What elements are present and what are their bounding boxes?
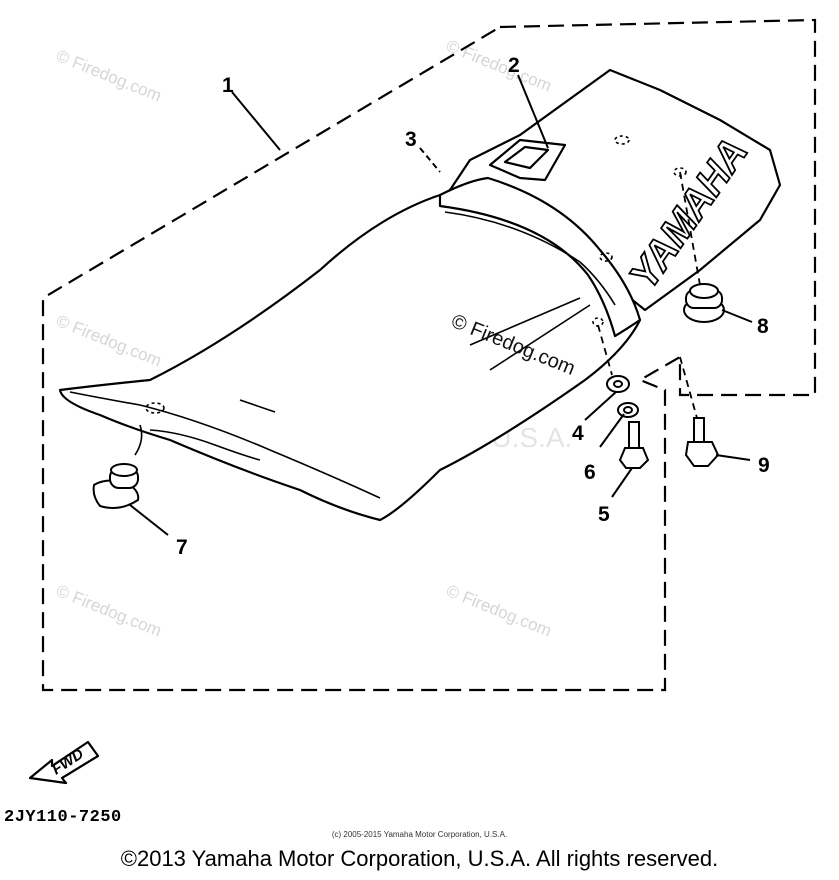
seat-main: [58, 193, 642, 522]
seat-strap: [438, 176, 642, 338]
watermark-faint: © Firedog.com: [444, 581, 555, 640]
callouts: 1 2 3 4 5 6 7 8 9: [176, 54, 770, 559]
fwd-arrow: FWD: [28, 740, 100, 785]
watermark-faint: © Firedog.com: [444, 36, 555, 95]
watermark-faint: © Firedog.com: [54, 311, 165, 370]
washer-part-4: [606, 375, 630, 393]
small-copyright: (c) 2005-2015 Yamaha Motor Corporation, …: [331, 830, 508, 839]
callout-2: 2: [508, 54, 520, 77]
part-code: 2JY110-7250: [4, 808, 122, 827]
hardware: [92, 283, 725, 509]
callout-7: 7: [176, 536, 188, 559]
seat: [58, 68, 782, 522]
bolt-part-5: [618, 421, 650, 469]
callout-4: 4: [572, 422, 584, 445]
washer-part-6: [617, 402, 639, 418]
copyright-notice: ©2013 Yamaha Motor Corporation, U.S.A. A…: [120, 846, 719, 871]
assembly-boundary: [41, 18, 817, 692]
seat-holes: [145, 135, 687, 414]
fwd-arrow-icon: [28, 740, 100, 785]
damper-part-7: [92, 463, 140, 509]
callout-5: 5: [598, 503, 610, 526]
bolt-part-9: [684, 417, 720, 467]
hinge-slot: [503, 145, 550, 170]
watermark-faint: © Firedog.com: [54, 581, 165, 640]
callout-6: 6: [584, 461, 596, 484]
callout-9: 9: [758, 454, 770, 477]
leader-lines: [129, 74, 753, 536]
callout-3: 3: [405, 128, 417, 151]
mounting-lines: [597, 171, 701, 419]
callout-1: 1: [222, 74, 234, 97]
seat-contour-lines: [69, 211, 616, 499]
watermark-faint: © Firedog.com: [54, 46, 165, 105]
damper-part-8: [683, 283, 725, 323]
callout-8: 8: [757, 315, 769, 338]
